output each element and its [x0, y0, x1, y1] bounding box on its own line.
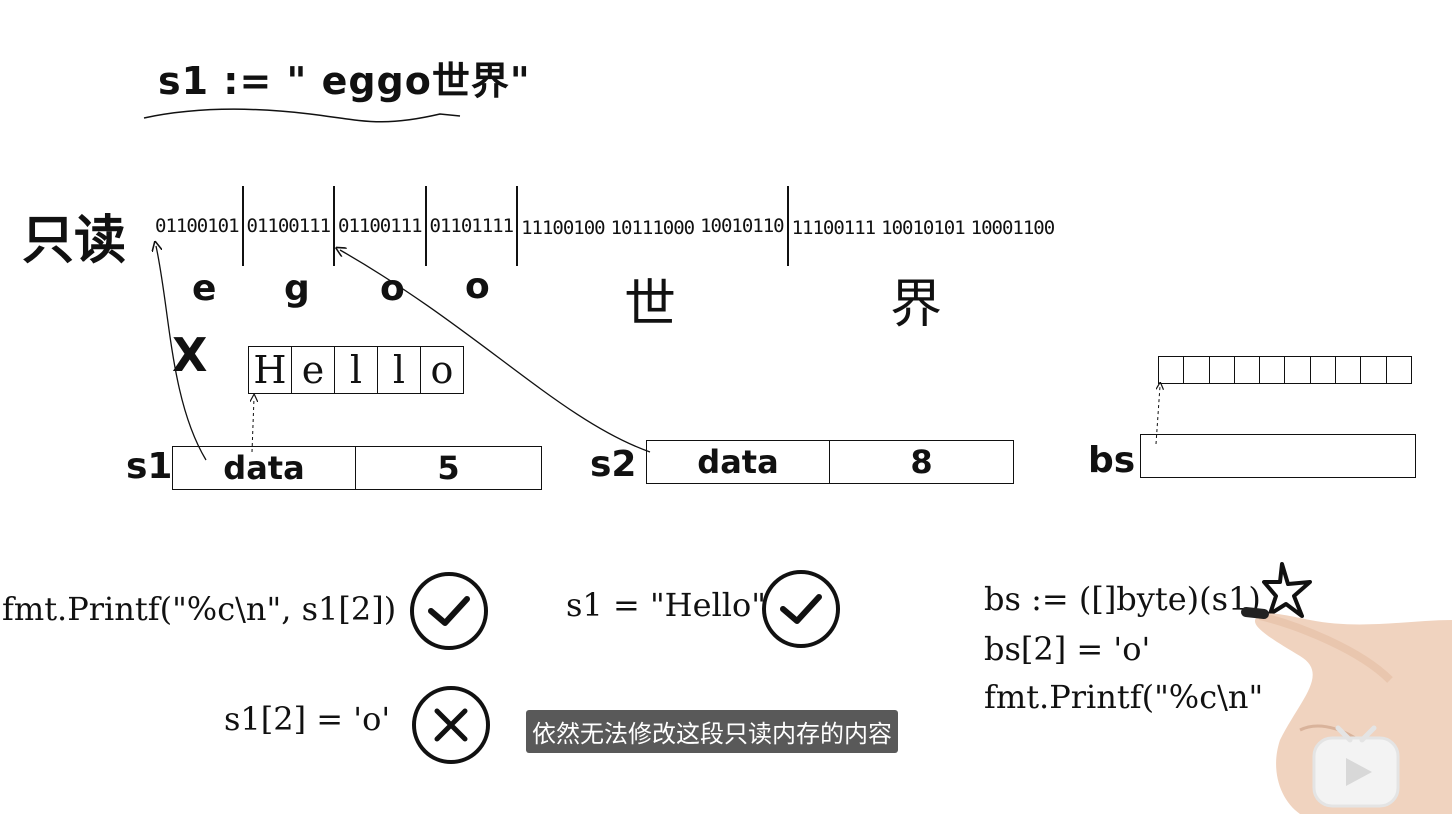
char-e: e	[192, 268, 217, 309]
subtitle-caption: 依然无法修改这段只读内存的内容	[526, 710, 898, 753]
hello-cell: l	[378, 347, 421, 393]
byte-bits: 01101111	[427, 186, 519, 266]
code-assign-index: s1[2] = 'o'	[224, 700, 391, 738]
bs-byte-cell	[1184, 357, 1210, 383]
check-icon	[762, 570, 840, 648]
bs-label: bs	[1088, 440, 1136, 481]
char-g: g	[284, 268, 310, 309]
bs-byte-array	[1158, 356, 1412, 384]
s1-data-field: data	[173, 447, 356, 489]
readonly-label: 只读	[22, 211, 127, 271]
char-o1: o	[380, 268, 405, 309]
code-bs-assign: bs[2] = 'o'	[984, 630, 1151, 668]
arrow-s2-to-bytes	[340, 250, 651, 453]
hello-cell: e	[292, 347, 335, 393]
arrow-s1-to-hello	[252, 398, 254, 453]
s1-label: s1	[126, 446, 173, 487]
bs-byte-cell	[1210, 357, 1235, 383]
byte-bits: 11100100	[521, 217, 606, 239]
bs-header	[1140, 434, 1416, 478]
bs-byte-cell	[1285, 357, 1311, 383]
bs-byte-cell	[1260, 357, 1286, 383]
s2-header: data 8	[646, 440, 1014, 484]
cross-icon	[412, 686, 490, 764]
star-icon	[1262, 562, 1312, 618]
code-bs-printf: fmt.Printf("%c\n"	[984, 678, 1264, 716]
byte-bits: 10001100	[970, 217, 1056, 239]
title-underline	[143, 108, 461, 123]
byte-bits: 01100111	[244, 186, 336, 266]
arrow-s1-to-bytes	[156, 246, 207, 461]
char-o2: o	[465, 266, 490, 307]
logo-icon	[1310, 720, 1402, 810]
hello-cell: H	[249, 347, 292, 393]
char-shi: 世	[624, 275, 677, 335]
code-assign-hello: s1 = "Hello"	[566, 586, 766, 624]
code-bs-convert: bs := ([]byte)(s1)	[984, 580, 1261, 618]
code-printf-s1: fmt.Printf("%c\n", s1[2])	[2, 590, 397, 628]
s2-label: s2	[590, 444, 637, 485]
x-mark: X	[172, 328, 208, 382]
hello-cell: l	[335, 347, 378, 393]
s2-data-field: data	[647, 441, 830, 483]
bs-byte-cell	[1235, 357, 1261, 383]
byte-bits: 11100111	[791, 217, 877, 239]
check-icon	[410, 572, 488, 650]
byte-bits: 01100101	[152, 186, 244, 266]
byte-bits: 01100111	[335, 186, 427, 266]
title-expression: s1 := " eggo世界"	[158, 59, 531, 103]
bs-byte-cell	[1336, 357, 1362, 383]
char-jie: 界	[890, 275, 943, 335]
s1-len-field: 5	[437, 449, 460, 487]
s1-header: data 5	[172, 446, 542, 490]
bs-byte-cell	[1361, 357, 1387, 383]
hello-cell: o	[430, 348, 454, 392]
hello-array: H e l l o	[248, 346, 464, 394]
bs-byte-cell	[1159, 357, 1185, 383]
byte-bits: 10010101	[881, 217, 966, 239]
byte-bits: 10010110	[697, 186, 789, 266]
byte-bits: 10111000	[610, 217, 696, 239]
bs-byte-cell	[1311, 357, 1337, 383]
s2-len-field: 8	[910, 443, 933, 481]
arrow-bs-to-array	[1155, 386, 1160, 445]
